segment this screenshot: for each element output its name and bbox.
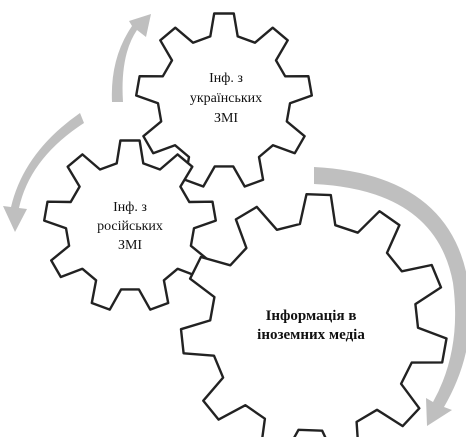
ukrainian-gear-label-line-1: Інф. з: [209, 71, 243, 86]
arrow-to-russian-gear: [3, 113, 84, 232]
arrow-to-ukrainian-gear: [111, 14, 151, 102]
gear-russian-media: [43, 139, 217, 311]
russian-gear-label-line-2: російських: [97, 219, 163, 234]
russian-gear-label-line-1: Інф. з: [113, 200, 147, 215]
gears: [43, 12, 448, 437]
gear-foreign-media: [179, 193, 448, 437]
gear-labels: Інф. з українських ЗМІ Інф. з російських…: [97, 71, 365, 343]
ukrainian-gear-label-line-3: ЗМІ: [214, 111, 238, 126]
gear-ukrainian-media: [135, 12, 313, 188]
foreign-gear-label-line-2: іноземних медіа: [257, 327, 365, 343]
ukrainian-gear-label-line-2: українських: [190, 91, 262, 106]
foreign-gear-label-line-1: Інформація в: [266, 308, 357, 324]
russian-gear-label-line-3: ЗМІ: [118, 238, 142, 253]
cycle-arrows: [3, 14, 466, 426]
